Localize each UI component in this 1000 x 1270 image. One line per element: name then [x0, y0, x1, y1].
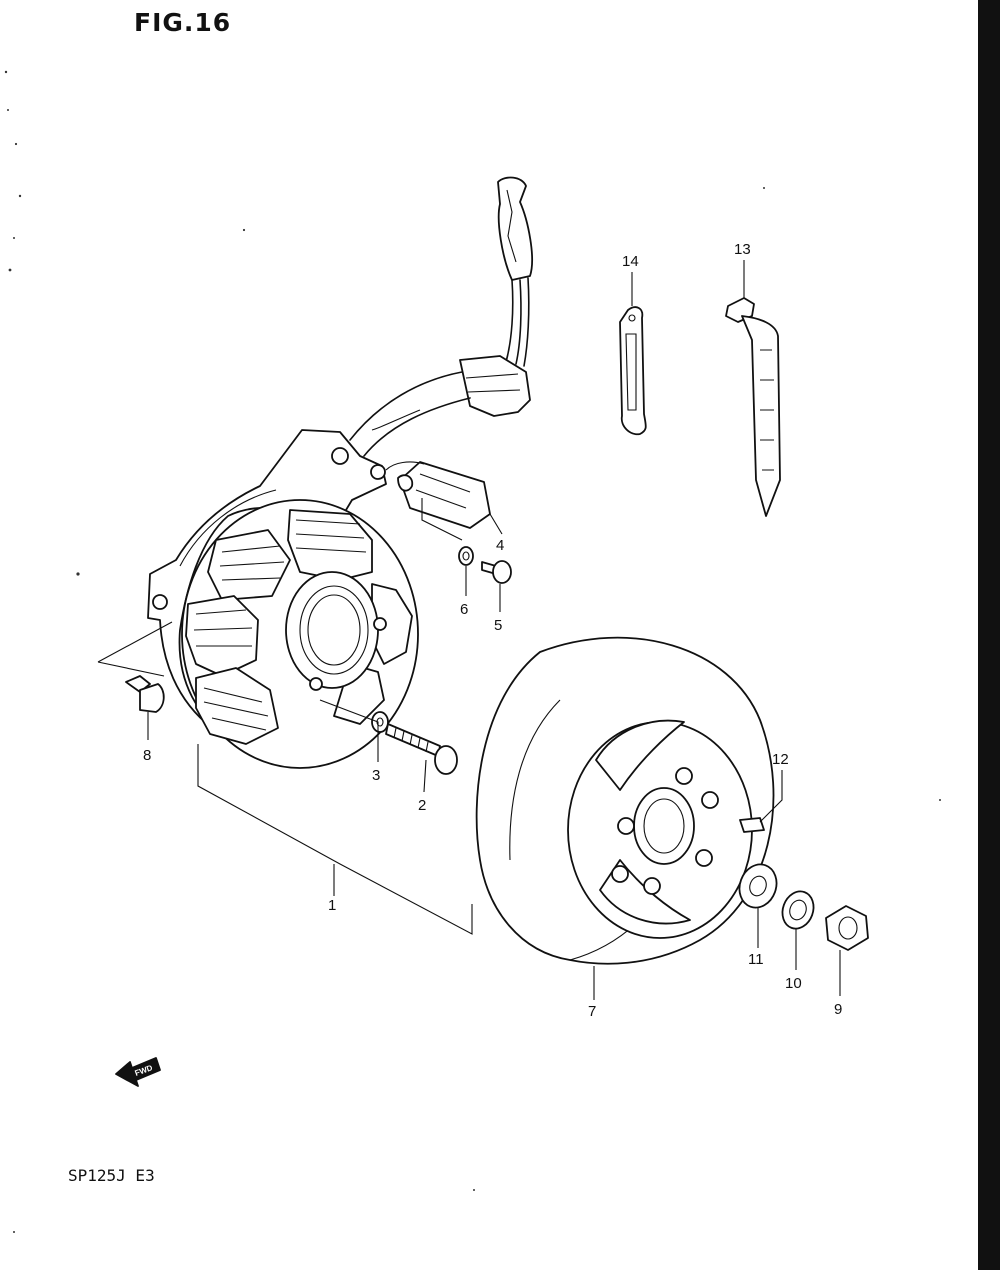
figure-title: FIG.16: [134, 8, 232, 37]
exploded-parts-diagram: 1 2 3 4 5 6 7 8 9 10 11 12 13 14 FWD: [4, 70, 941, 1233]
callout-10: 10: [785, 975, 802, 992]
callout-12: 12: [772, 751, 789, 768]
washer-10: [781, 890, 815, 930]
stator-assembly: [147, 429, 491, 769]
leader-lines: [97, 260, 841, 1000]
wire-harness: [349, 176, 533, 457]
washer-11: [738, 863, 778, 909]
callout-3: 3: [372, 767, 380, 784]
scan-specks: [4, 70, 941, 1233]
bolt-2: [385, 723, 458, 775]
callout-labels: 1 2 3 4 5 6 7 8 9 10 11 12 13 14: [143, 241, 842, 1020]
screw-8: [125, 675, 165, 713]
callout-9: 9: [834, 1001, 842, 1018]
callout-14: 14: [622, 253, 639, 270]
washer-3: [371, 711, 389, 733]
key-12: [739, 817, 765, 833]
nut-9: [825, 905, 869, 951]
callout-6: 6: [460, 601, 468, 618]
callout-11: 11: [748, 951, 764, 968]
model-code: SP125J E3: [68, 1166, 155, 1185]
scan-edge: [978, 0, 1000, 1270]
callout-4: 4: [496, 537, 504, 554]
callout-5: 5: [494, 617, 502, 634]
flywheel-rotor: [475, 636, 775, 965]
fwd-arrow-icon: FWD: [115, 1057, 161, 1087]
callout-7: 7: [588, 1003, 596, 1020]
callout-2: 2: [418, 797, 426, 814]
cable-tie: [725, 297, 781, 517]
screw-5: [481, 560, 512, 584]
washer-6: [458, 546, 474, 566]
callout-13: 13: [734, 241, 751, 258]
wire-clamp: [619, 306, 647, 436]
callout-1: 1: [328, 897, 336, 914]
callout-8: 8: [143, 747, 151, 764]
